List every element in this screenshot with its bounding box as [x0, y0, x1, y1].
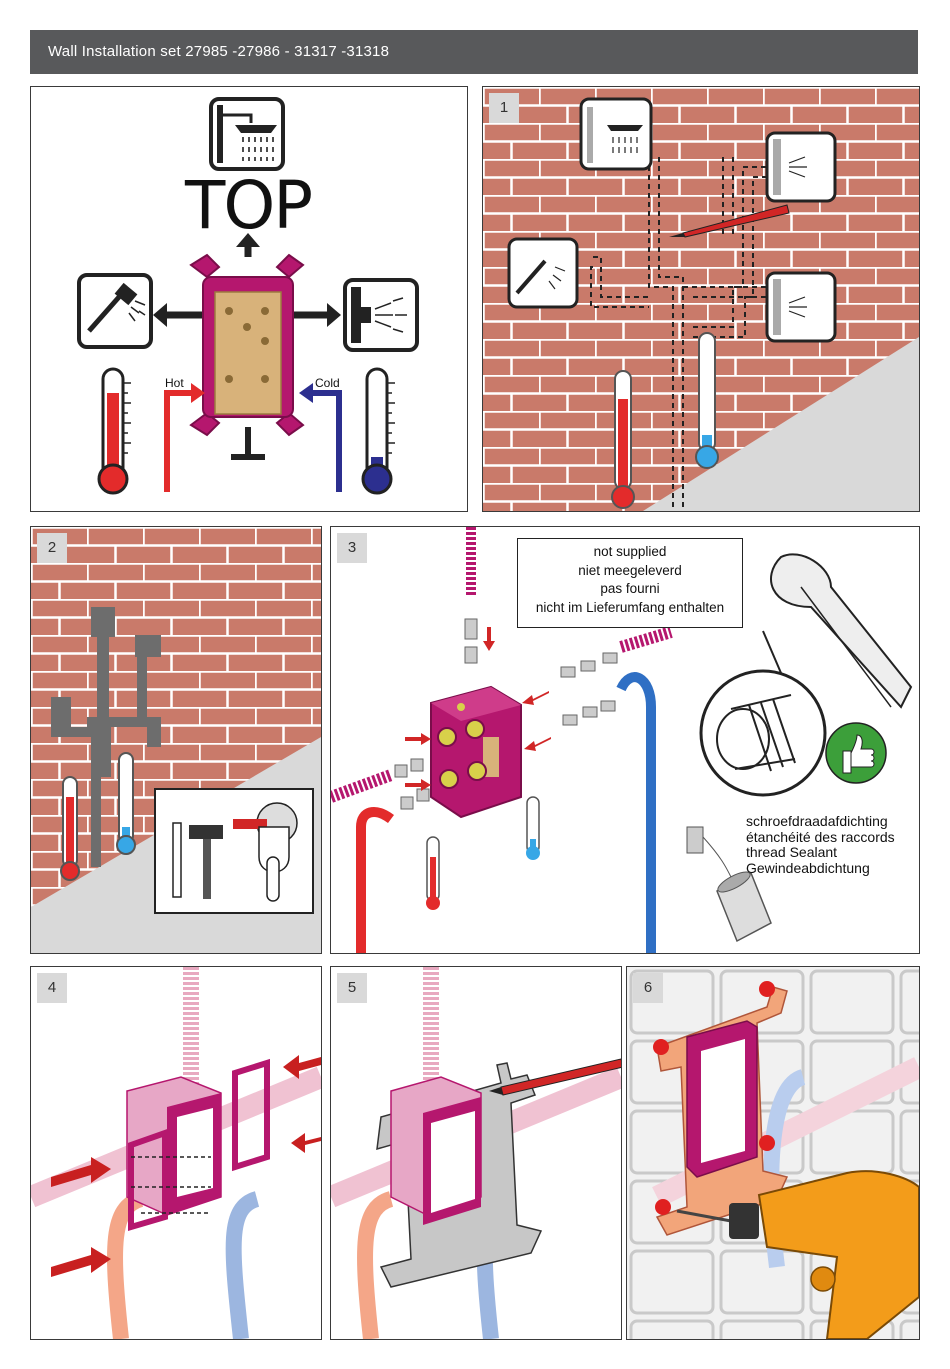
overhead-shower-icon — [211, 99, 283, 169]
panel-step-4: 4 — [30, 966, 322, 1340]
not-supplied-line: niet meegeleverd — [518, 562, 742, 581]
sealant-line: étanchéité des raccords — [746, 830, 895, 846]
hot-label: Hot — [165, 376, 184, 390]
sealant-line: schroefdraadafdichting — [746, 814, 895, 830]
body-jet-icon — [767, 273, 835, 341]
thermometer-cold-icon — [363, 369, 395, 493]
header-title: Wall Installation set 27985 -27986 - 313… — [48, 43, 389, 60]
thread-sealant-label: schroefdraadafdichting étanchéité des ra… — [746, 814, 895, 876]
not-supplied-note: not supplied niet meegeleverd pas fourni… — [517, 538, 743, 628]
step-number: 2 — [37, 533, 67, 563]
thermometer-hot-icon — [61, 777, 79, 880]
hand-shower-icon — [79, 275, 151, 347]
panel-orientation: TOP Hot Cold — [30, 86, 468, 512]
installation-box — [431, 687, 521, 817]
not-supplied-line: not supplied — [518, 543, 742, 562]
thermometer-hot-icon — [99, 369, 131, 493]
step-number: 6 — [633, 973, 663, 1003]
hand-shower-icon — [509, 239, 577, 307]
overhead-shower-icon — [581, 99, 651, 169]
thumbs-up-icon — [826, 723, 886, 783]
thermometer-cold-icon — [117, 753, 135, 854]
sealant-line: thread Sealant — [746, 845, 895, 861]
step-number: 1 — [489, 93, 519, 123]
cold-label: Cold — [315, 376, 340, 390]
panel-step-6: 6 — [626, 966, 920, 1340]
step-number: 4 — [37, 973, 67, 1003]
chisel-icon — [173, 823, 181, 897]
installation-box — [391, 1077, 481, 1225]
installation-box — [191, 255, 303, 435]
header-bar: Wall Installation set 27985 -27986 - 313… — [30, 30, 918, 74]
sealant-line: Gewindeabdichtung — [746, 861, 895, 877]
panel-step-5: 5 — [330, 966, 622, 1340]
thermometer-cold-icon — [526, 797, 540, 860]
panel-step-3: 3 — [330, 526, 920, 954]
not-supplied-line: nicht im Lieferumfang enthalten — [518, 599, 742, 618]
not-supplied-line: pas fourni — [518, 580, 742, 599]
panel-step-1: 1 — [482, 86, 920, 512]
step-number: 3 — [337, 533, 367, 563]
step-number: 5 — [337, 973, 367, 1003]
top-label: TOP — [185, 167, 311, 244]
installation-box — [687, 1021, 757, 1177]
panel-step-2: 2 — [30, 526, 322, 954]
thermometer-hot-icon — [426, 837, 440, 910]
body-jet-icon — [345, 280, 417, 350]
body-jet-icon — [767, 133, 835, 201]
